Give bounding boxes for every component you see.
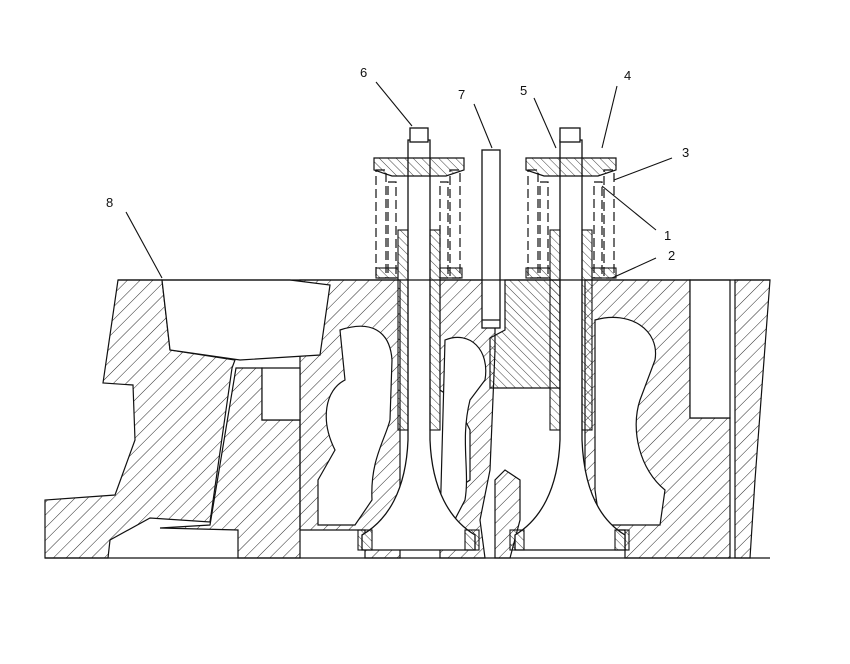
spring-seats bbox=[375, 267, 617, 279]
callout-1: 1 bbox=[664, 228, 671, 243]
valve-seat-inserts bbox=[357, 529, 630, 551]
leader-lines bbox=[125, 81, 673, 279]
callout-5: 5 bbox=[520, 83, 527, 98]
callout-7: 7 bbox=[458, 87, 465, 102]
callout-4: 4 bbox=[624, 68, 631, 83]
callout-labels: 1 2 3 4 5 6 7 8 bbox=[106, 65, 689, 263]
port-cavities bbox=[161, 279, 731, 526]
callout-8: 8 bbox=[106, 195, 113, 210]
valve-guides bbox=[397, 229, 593, 431]
spring-retainers bbox=[373, 157, 617, 177]
callout-2: 2 bbox=[668, 248, 675, 263]
callout-6: 6 bbox=[360, 65, 367, 80]
bridge-dowel bbox=[481, 149, 501, 329]
callout-3: 3 bbox=[682, 145, 689, 160]
